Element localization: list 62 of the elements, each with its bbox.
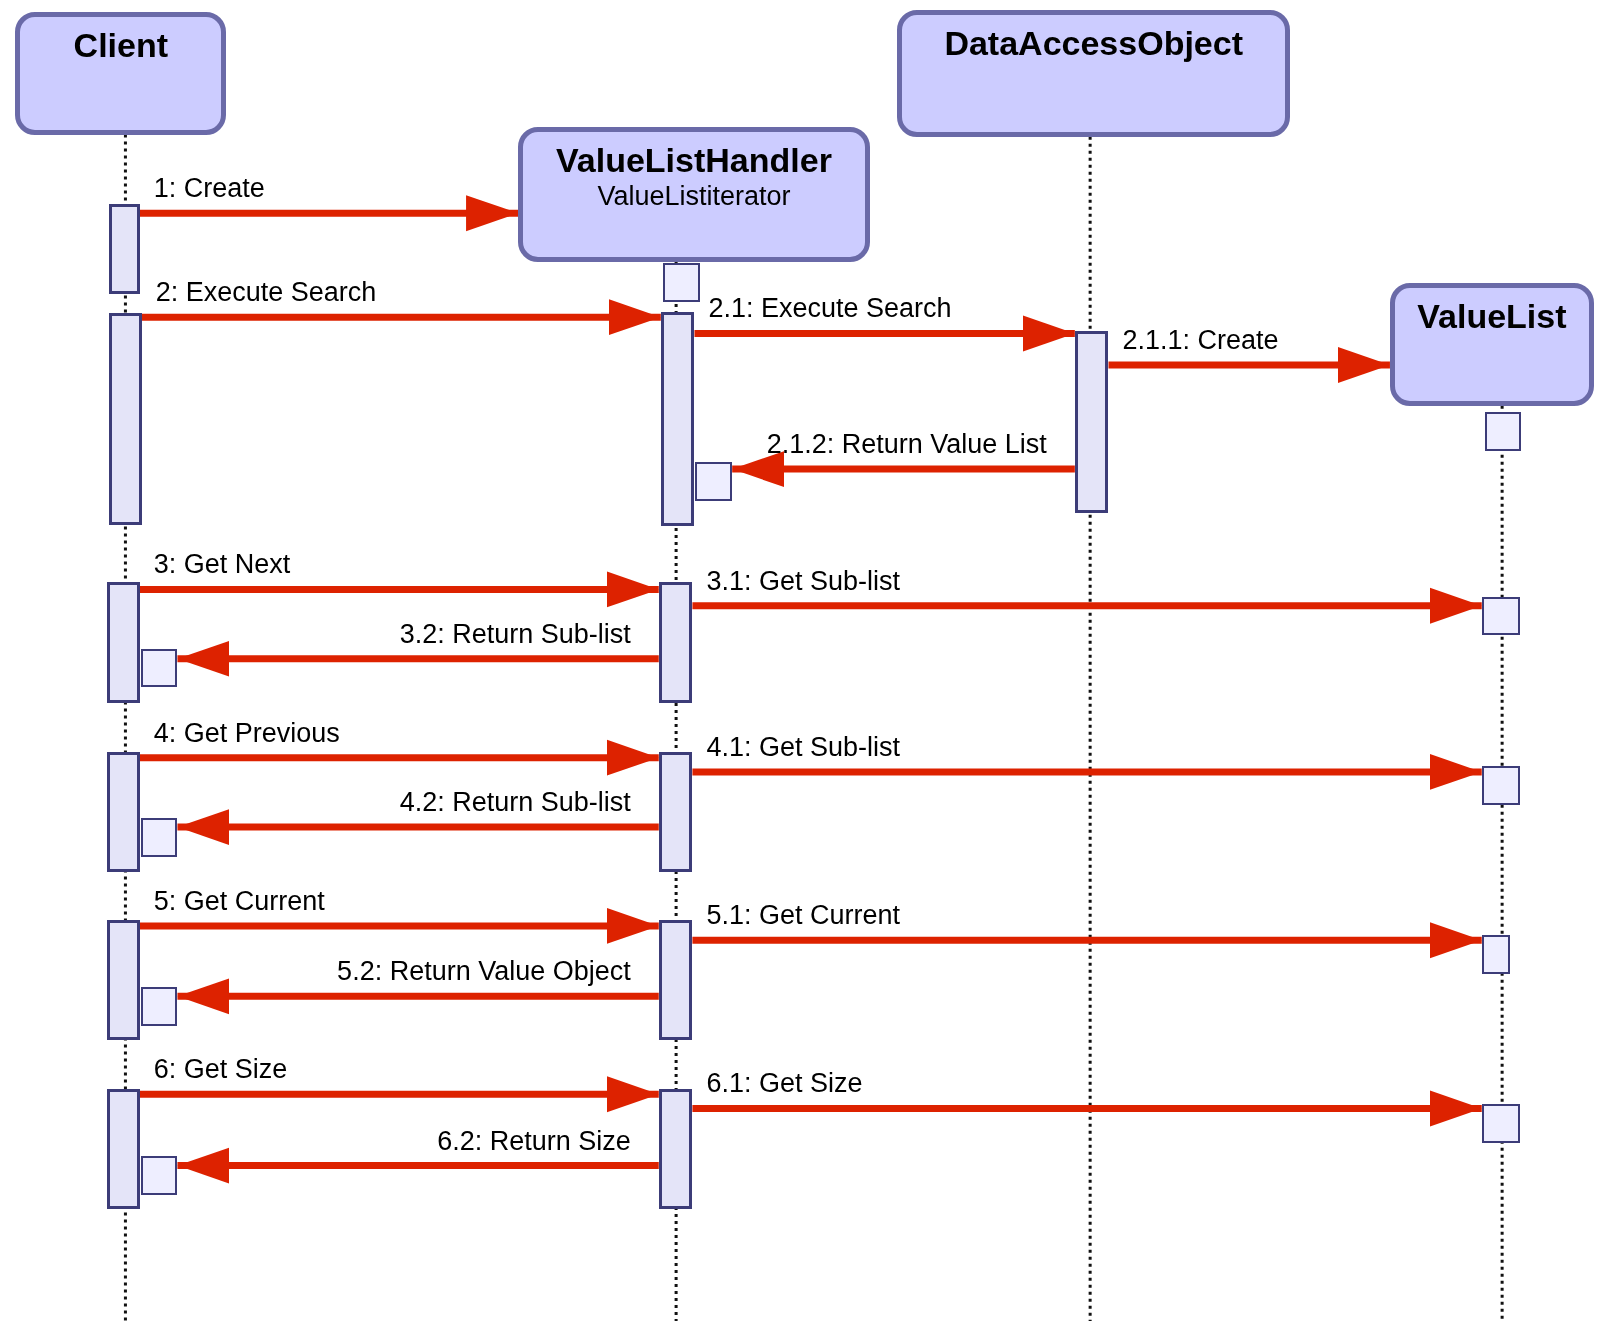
activation-box xyxy=(1481,1104,1521,1144)
message-label: 6.2: Return Size xyxy=(437,1125,631,1156)
activation-box xyxy=(695,461,733,501)
arrow xyxy=(139,195,519,232)
arrow xyxy=(139,1076,659,1113)
arrow xyxy=(692,922,1482,959)
message-label: 5.2: Return Value Object xyxy=(337,956,631,987)
activation-box xyxy=(1481,596,1521,636)
activation-bar xyxy=(658,919,693,1041)
arrow xyxy=(139,571,659,608)
message-label: 2.1: Execute Search xyxy=(708,293,952,324)
arrow xyxy=(177,978,659,1015)
message-label: 3.2: Return Sub-list xyxy=(399,618,631,649)
arrow xyxy=(139,907,659,944)
message-label: 4.1: Get Sub-list xyxy=(706,731,900,762)
message-label: 4: Get Previous xyxy=(153,717,340,748)
activation-box xyxy=(1481,765,1521,805)
arrow xyxy=(177,809,659,846)
arrow xyxy=(692,753,1482,790)
activation-box xyxy=(140,648,178,688)
activation-box xyxy=(140,987,178,1026)
lifeline-subtitle: ValueListiterator xyxy=(597,180,791,213)
arrow xyxy=(177,640,659,677)
arrow xyxy=(692,1090,1482,1127)
message-label: 3: Get Next xyxy=(153,549,291,580)
message-label: 6: Get Size xyxy=(153,1054,288,1085)
lifeline-name: ValueList xyxy=(1417,296,1567,337)
arrow xyxy=(1108,347,1390,384)
message-label: 6.1: Get Size xyxy=(706,1068,863,1099)
activation-box xyxy=(1484,412,1522,451)
message-label: 2.1.1: Create xyxy=(1122,325,1279,356)
arrow xyxy=(139,739,659,776)
message-label: 2: Execute Search xyxy=(155,277,377,308)
activation-bar xyxy=(1074,331,1109,513)
activation-bar xyxy=(658,751,693,872)
arrow xyxy=(694,315,1075,352)
arrow xyxy=(141,299,661,336)
arrow xyxy=(692,587,1482,624)
activation-bar xyxy=(658,582,693,703)
activation-box xyxy=(140,817,178,857)
lifeline-name: Client xyxy=(73,25,169,66)
message-label: 4.2: Return Sub-list xyxy=(399,787,631,818)
activation-bar xyxy=(107,1089,140,1210)
activation-bar xyxy=(107,582,140,703)
message-label: 2.1.2: Return Value List xyxy=(766,429,1047,460)
activation-bar xyxy=(109,313,142,526)
activation-bar xyxy=(107,751,140,872)
activation-box xyxy=(1481,935,1511,974)
arrow xyxy=(732,451,1075,488)
activation-bar xyxy=(109,203,140,294)
message-label: 5: Get Current xyxy=(153,885,325,916)
activation-box xyxy=(662,263,700,302)
message-label: 5.1: Get Current xyxy=(706,900,900,931)
activation-bar xyxy=(660,312,695,527)
message-label: 1: Create xyxy=(153,173,265,204)
activation-box xyxy=(140,1156,178,1196)
lifeline-name: DataAccessObject xyxy=(944,23,1243,64)
lifeline-name: ValueListHandler xyxy=(556,140,832,181)
arrow xyxy=(177,1147,659,1184)
activation-bar xyxy=(658,1089,693,1210)
activation-bar xyxy=(107,919,140,1041)
message-label: 3.1: Get Sub-list xyxy=(706,565,900,596)
